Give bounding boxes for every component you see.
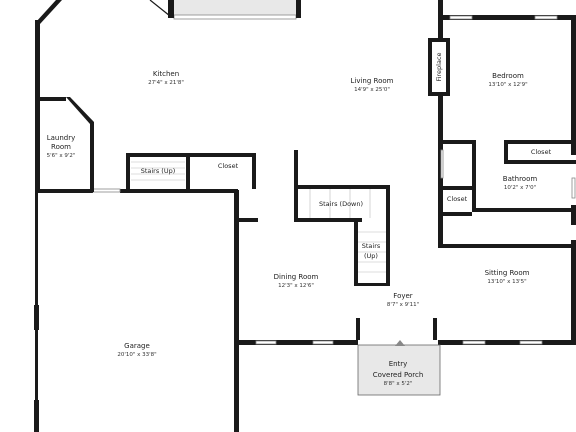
bedroom-dim: 13'10" x 12'9" (488, 82, 527, 88)
closet-bedroom-label: Closet (531, 148, 552, 156)
stairs-up-2-label-1: Stairs (362, 242, 381, 250)
sitting-name: Sitting Room (485, 269, 530, 277)
garage-dim: 20'10" x 33'8" (117, 352, 156, 358)
closet-bath-label: Closet (447, 195, 468, 203)
foyer-name: Foyer (393, 292, 413, 300)
porch-name-1: Entry (389, 360, 408, 368)
stairs-up-2-label-2: (Up) (364, 252, 378, 260)
dining-dim: 12'3" x 12'6" (278, 283, 314, 289)
kitchen-bay-window (149, 0, 301, 20)
living-name: Living Room (351, 77, 394, 85)
kitchen-dim: 27'4" x 21'8" (148, 80, 184, 86)
porch-name-2: Covered Porch (373, 371, 424, 379)
bedroom-name: Bedroom (492, 72, 524, 80)
entry-porch (356, 318, 441, 396)
living-dim: 14'9" x 25'0" (354, 87, 390, 93)
closet-top-label: Closet (218, 162, 239, 170)
fireplace-label: Fireplace (435, 52, 443, 81)
stairs-up-top-label: Stairs (Up) (141, 167, 176, 175)
laundry-walls (38, 97, 94, 192)
laundry-dim: 5'6" x 9'2" (47, 153, 76, 159)
windows (92, 15, 576, 345)
stairs-down-label: Stairs (Down) (319, 200, 363, 208)
bathroom-name: Bathroom (503, 175, 538, 183)
porch-dim: 8'8" x 5'2" (384, 381, 413, 387)
laundry-name-2: Room (51, 143, 71, 151)
stairs-up-top (126, 153, 256, 189)
foyer-dim: 8'7" x 9'11" (387, 302, 419, 308)
bedroom-walls (440, 140, 576, 248)
sitting-dim: 13'10" x 13'5" (487, 279, 526, 285)
exterior-walls (34, 0, 576, 432)
fireplace (428, 38, 450, 96)
garage-name: Garage (124, 342, 150, 350)
bathroom-dim: 10'2" x 7'0" (504, 185, 536, 191)
laundry-name-1: Laundry (47, 134, 76, 142)
kitchen-name: Kitchen (153, 70, 179, 78)
dining-name: Dining Room (274, 273, 319, 281)
central-walls (234, 150, 390, 286)
